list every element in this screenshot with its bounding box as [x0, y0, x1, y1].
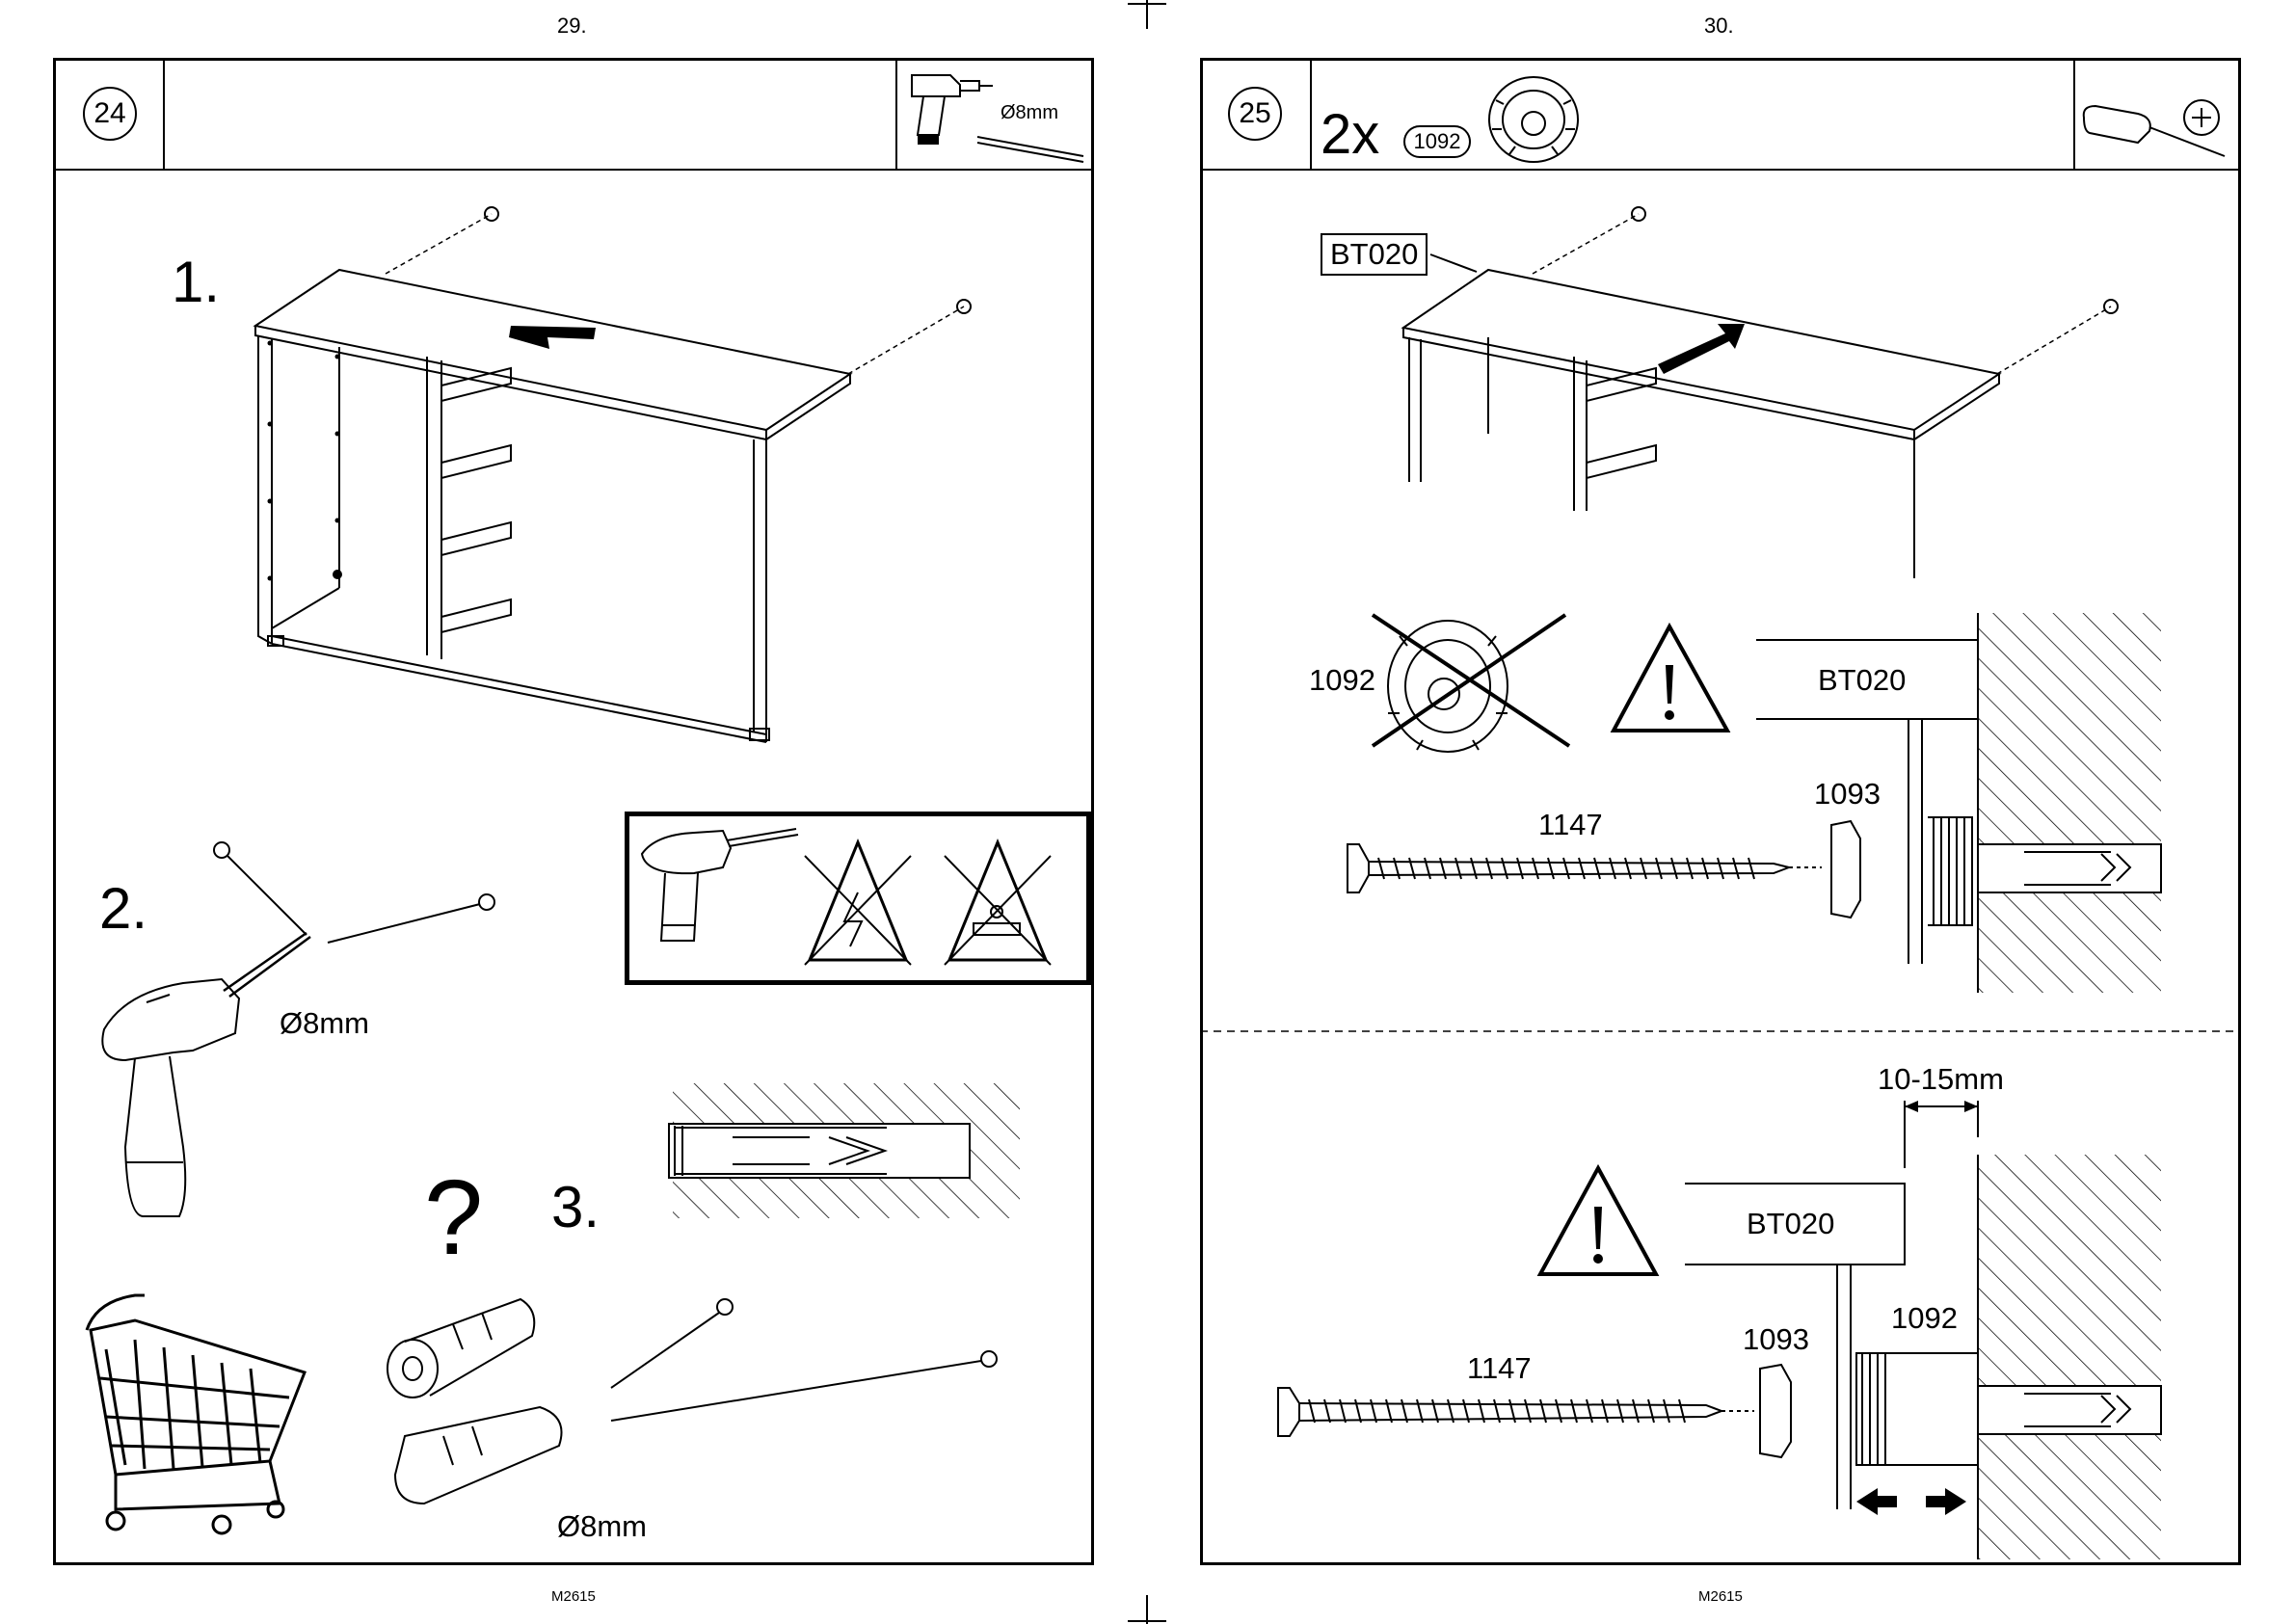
crop-marks: [0, 0, 2295, 1624]
